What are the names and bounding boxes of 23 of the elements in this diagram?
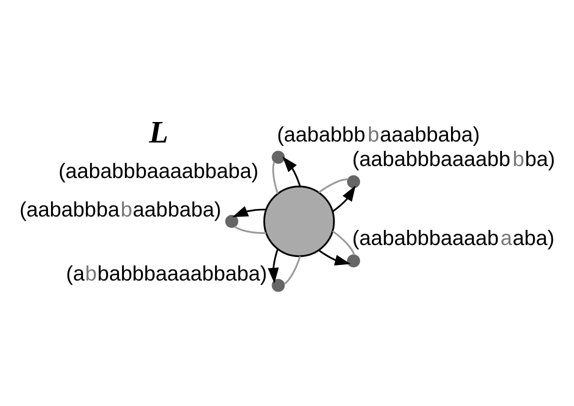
node-label: (aababbbaaaabbbba) (352, 148, 556, 171)
node-label: (aababbbabaabbaba) (19, 198, 222, 222)
connector (332, 230, 356, 256)
node-label: (abbabbbaaaabbaba) (66, 262, 268, 286)
node-circle (272, 150, 285, 164)
connector (318, 178, 348, 194)
node-label: L (149, 114, 168, 150)
connector (234, 226, 266, 234)
arrow (332, 186, 356, 212)
node-circle (225, 214, 238, 228)
arrow (268, 248, 279, 284)
node-circle (347, 254, 360, 268)
node-label: (aababbbaaaabaaba) (352, 226, 555, 250)
connector (284, 256, 301, 285)
arrow (282, 156, 301, 187)
connector (272, 162, 279, 194)
arrow (232, 206, 266, 218)
node-circle (347, 175, 360, 188)
node-circle (263, 186, 335, 258)
node-label: (aababbbbaaabbaba) (276, 123, 480, 146)
arrow (318, 249, 351, 266)
node-circle (272, 278, 285, 292)
node-label: (aababbbaaaabbaba) (58, 160, 258, 183)
